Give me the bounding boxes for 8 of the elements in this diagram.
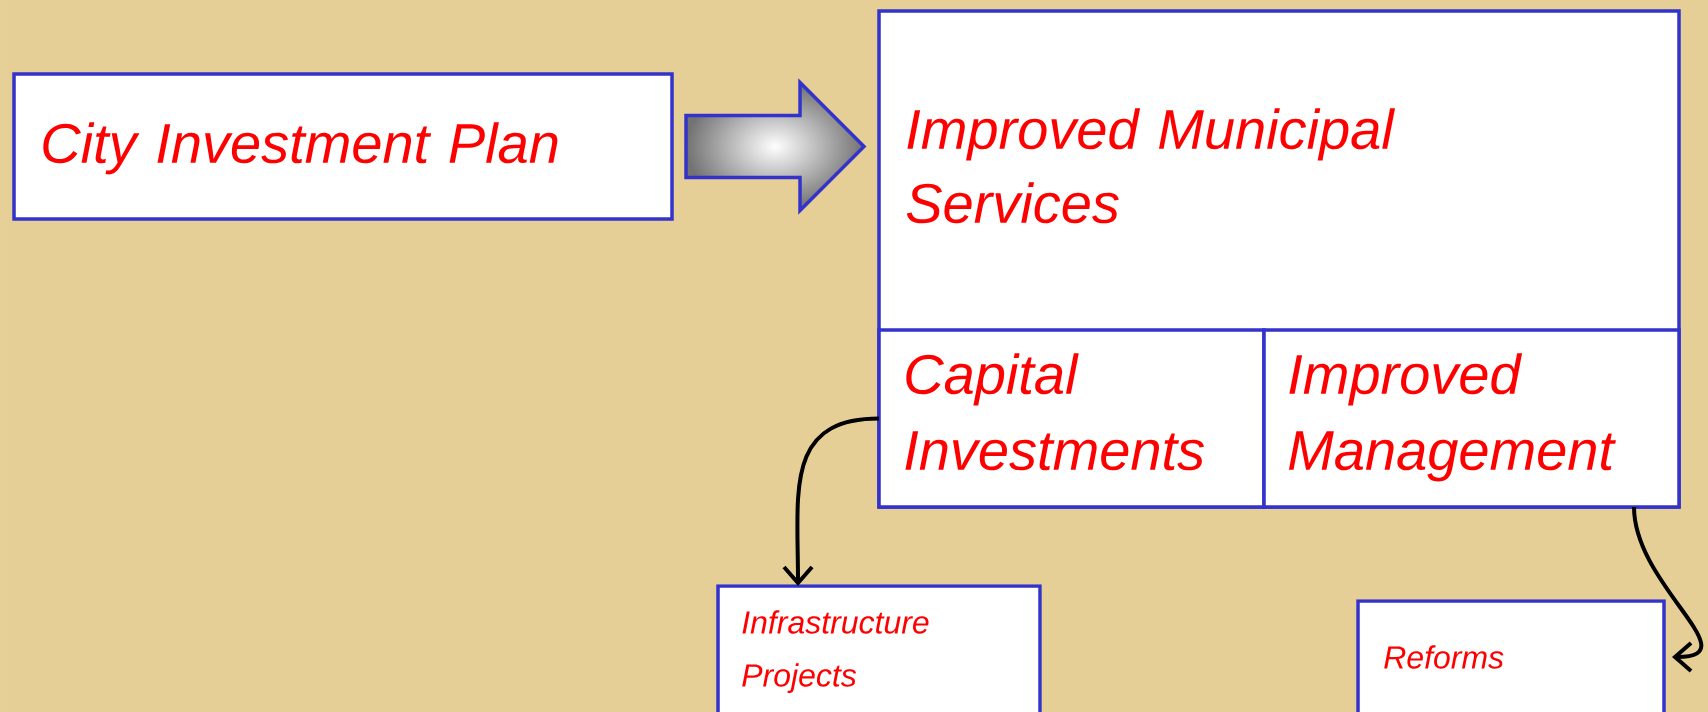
projects-box: Infrastructure Projects [716, 584, 1042, 712]
block-arrow [684, 78, 867, 215]
curved-arrow [1632, 506, 1704, 673]
plan-box: City Investment Plan [12, 72, 674, 221]
curved-arrow [782, 416, 880, 586]
reforms-box: Reforms [1356, 599, 1666, 712]
investment-box: Capital Investments [877, 328, 1266, 509]
management-box: Improved Management [1262, 328, 1681, 509]
